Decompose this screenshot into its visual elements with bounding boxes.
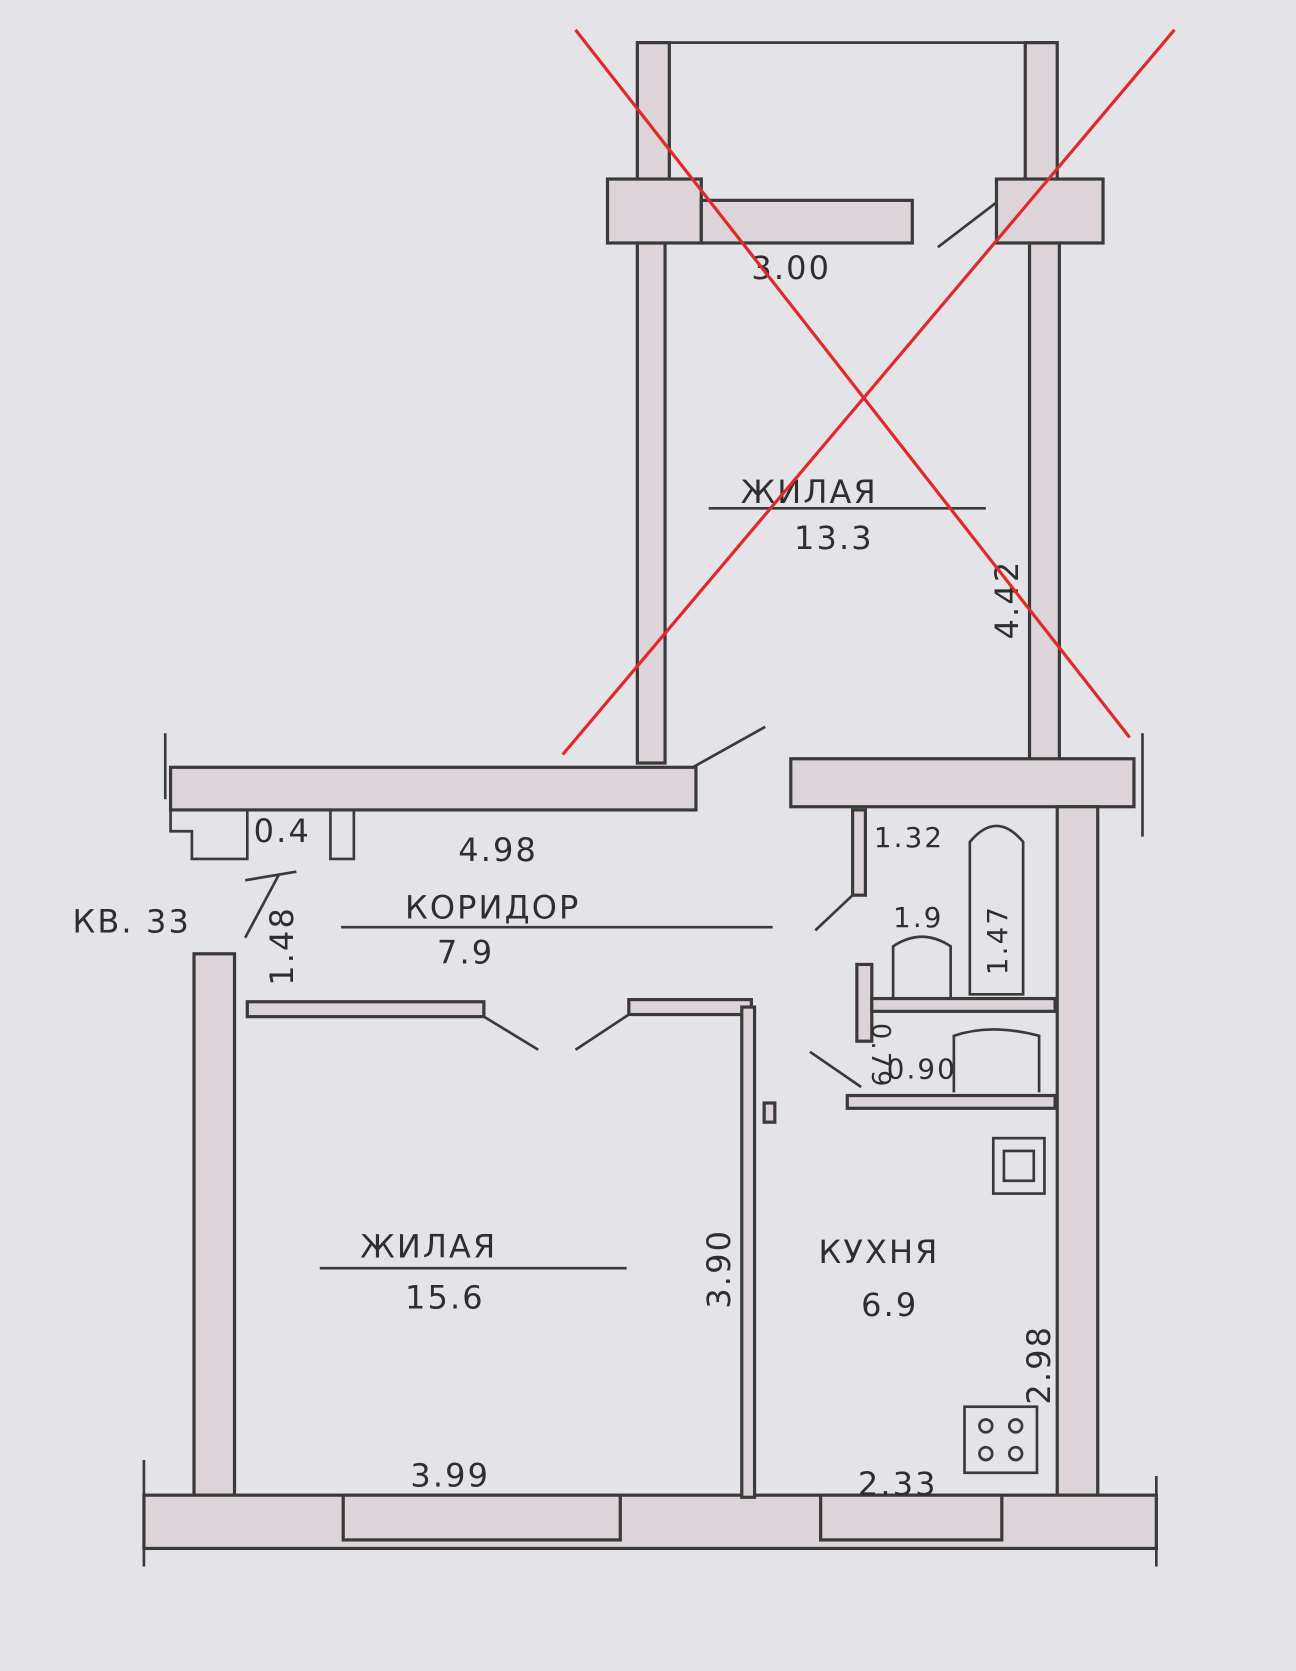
kitchen-width: 2.33 (858, 1465, 938, 1503)
corridor-name: КОРИДОР (405, 889, 580, 927)
living-room-width: 3.99 (410, 1457, 490, 1495)
kitchen-length: 2.98 (1020, 1325, 1058, 1405)
living-room-name: ЖИЛАЯ (360, 1228, 497, 1266)
interior-walls (243, 808, 1057, 1499)
corridor-area: 7.9 (437, 933, 494, 971)
corridor-width: 1.48 (263, 906, 301, 986)
wc-area: 0.90 (887, 1052, 957, 1085)
top-room-walls (605, 41, 1105, 765)
corridor-length: 4.98 (458, 831, 538, 869)
stove-icon (963, 1405, 1039, 1475)
top-room-name: ЖИЛАЯ (741, 473, 878, 511)
kitchen-name: КУХНЯ (819, 1233, 940, 1271)
kitchen-area: 6.9 (861, 1286, 918, 1324)
top-room-area: 13.3 (794, 519, 874, 557)
living-room-length: 3.90 (700, 1229, 738, 1309)
bathtub-icon (968, 824, 1025, 996)
sink-icon (891, 935, 952, 999)
middle-walls (163, 725, 1144, 882)
top-room-length: 4.42 (988, 560, 1026, 640)
bathroom-length: 1.47 (981, 905, 1014, 975)
bathroom-width: 1.32 (874, 821, 944, 854)
apartment-label: КВ. 33 (73, 902, 191, 940)
wc-width: 0.79 (865, 1023, 895, 1088)
crossout-mark (561, 28, 1176, 756)
top-room-width: 3.00 (751, 249, 831, 287)
outer-walls (142, 805, 1158, 1567)
bathroom-area: 1.9 (893, 901, 943, 934)
toilet-icon (952, 1028, 1041, 1093)
fixtures (891, 824, 1046, 1475)
closet-area: 0.4 (254, 812, 311, 850)
living-room-area: 15.6 (405, 1279, 485, 1317)
boiler-icon (991, 1136, 1046, 1195)
